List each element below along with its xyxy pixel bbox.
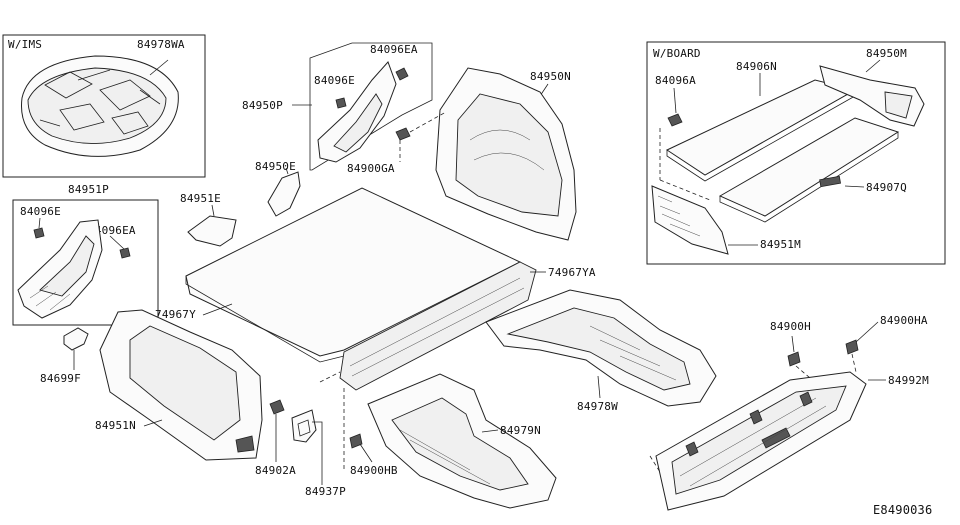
left-trim-inset: 84951P 84096E 84096EA	[12, 183, 159, 326]
part-84096A	[659, 87, 711, 201]
part-84907Q	[718, 117, 900, 223]
part-84950P-group: 84096EA 84096E 84950P	[242, 42, 433, 171]
label-84978WA: 84978WA	[137, 38, 185, 51]
label-84950E: 84950E	[255, 160, 296, 173]
label-74967YA: 74967YA	[548, 266, 596, 279]
label-84096A: 84096A	[655, 74, 696, 87]
label-84951N: 84951N	[95, 419, 136, 432]
part-84950N: 84950N 84900GA	[347, 67, 577, 241]
label-84992M: 84992M	[888, 374, 929, 387]
guide-line	[319, 371, 341, 383]
part-84951P	[17, 217, 131, 319]
ims-inset: W/IMS 84978WA	[2, 34, 206, 178]
label-84979N: 84979N	[500, 424, 541, 437]
label-84937P: 84937P	[305, 485, 346, 498]
label-84900H: 84900H	[770, 320, 811, 333]
label-84900HA: 84900HA	[880, 314, 928, 327]
part-84937P: 84937P	[291, 409, 346, 498]
board-inset: W/BOARD 84096A 84906N 84950M 84907Q 8495…	[646, 41, 946, 265]
label-84950N: 84950N	[530, 70, 571, 83]
label-84900GA: 84900GA	[347, 162, 395, 175]
part-84978W: 84978W	[485, 289, 717, 413]
label-84978W: 84978W	[577, 400, 618, 413]
label-84900HB: 84900HB	[350, 464, 398, 477]
label-84951E: 84951E	[180, 192, 221, 205]
label-84950P: 84950P	[242, 99, 283, 112]
part-74967Y: 74967Y	[155, 187, 522, 363]
part-84900HB: 84900HB	[349, 433, 398, 477]
left-trim-inset-frame	[12, 199, 159, 326]
label-84951M: 84951M	[760, 238, 801, 251]
ims-inset-frame	[2, 34, 206, 178]
part-84900H: 84900H	[770, 320, 811, 379]
label-74967Y: 74967Y	[155, 308, 196, 321]
label-84906N: 84906N	[736, 60, 777, 73]
board-inset-title: W/BOARD	[653, 47, 701, 60]
label-84951P: 84951P	[68, 183, 109, 196]
part-84979N: 84979N	[367, 373, 557, 509]
part-84699F: 84699F	[40, 327, 89, 385]
label-84096E-left: 84096E	[20, 205, 61, 218]
label-84096EA-top: 84096EA	[370, 43, 418, 56]
part-84951E: 84951E	[180, 192, 237, 247]
part-84978WA	[20, 55, 179, 157]
board-inset-frame	[646, 41, 946, 265]
part-84951N: 84951N	[95, 309, 263, 461]
label-84950M: 84950M	[866, 47, 907, 60]
label-84699F: 84699F	[40, 372, 81, 385]
part-84900HA: 84900HA	[845, 314, 928, 373]
part-74967YA: 74967YA	[339, 261, 596, 391]
label-84096E-top: 84096E	[314, 74, 355, 87]
part-84951M	[651, 185, 758, 255]
part-84992M: 84992M	[649, 371, 929, 511]
part-84902A: 84902A	[255, 399, 296, 477]
part-84950E: 84950E	[255, 160, 301, 217]
diagram-code: E8490036	[873, 503, 932, 517]
part-84950M	[819, 59, 925, 127]
label-84902A: 84902A	[255, 464, 296, 477]
label-84907Q: 84907Q	[866, 181, 907, 194]
ims-inset-title: W/IMS	[8, 38, 42, 51]
